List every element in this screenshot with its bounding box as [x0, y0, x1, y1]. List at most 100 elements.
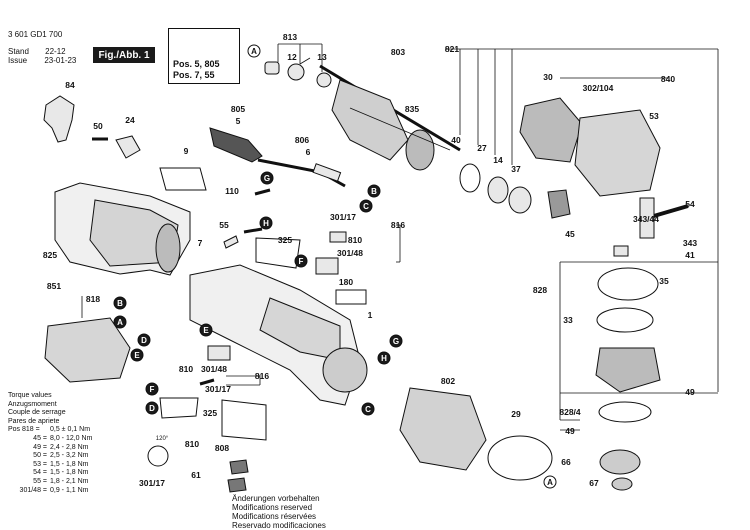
part-label: 66: [561, 457, 571, 467]
callout-letter: F: [150, 385, 155, 394]
leader-line: [299, 57, 311, 65]
part-label: 67: [589, 478, 599, 488]
part-813-bearing: [287, 63, 305, 81]
part-label: 810: [348, 235, 362, 245]
part-label: 805: [231, 104, 245, 114]
callout-badge: D: [137, 333, 151, 347]
torque-row: 53 =1,5 - 1,8 Nm: [33, 460, 89, 468]
part-803-commutator: [405, 129, 435, 171]
stand-value: 22-12: [45, 47, 66, 56]
part-35-ring: [597, 267, 659, 301]
notice-line-es: Reservado modificaciones: [232, 521, 326, 530]
part-label: 61: [191, 470, 201, 480]
torque-row: 50 =2,5 - 3,2 Nm: [33, 452, 89, 460]
callout-badge: A: [113, 315, 127, 329]
torque-title-2: Anzugsmoment: [8, 400, 57, 408]
part-810-brush-mid: [207, 345, 231, 361]
warning-box: Pos. 5, 805 Pos. 7, 55: [168, 28, 240, 84]
part-55-screw: [243, 227, 263, 234]
part-label: 325: [203, 408, 217, 418]
torque-row: 54 =1,5 - 1,8 Nm: [33, 469, 89, 477]
part-828-bevelgear: [595, 347, 661, 393]
part-label: 301/48: [337, 248, 363, 258]
part-29-ring: [487, 435, 553, 481]
part-6-sleeve: [312, 163, 342, 182]
part-label: 301/17: [139, 478, 165, 488]
part-label: 84: [65, 80, 75, 90]
part-label: 802: [441, 376, 455, 386]
torque-title-1: Torque values: [8, 392, 52, 399]
part-label: 54: [685, 199, 695, 209]
part-label: 27: [477, 143, 487, 153]
part-24-clip: [115, 135, 141, 159]
part-label: 343: [683, 238, 697, 248]
part-label: 813: [283, 32, 297, 42]
part-label: 301/17: [205, 384, 231, 394]
part-label: 828/4: [559, 407, 581, 417]
part-180-label: [335, 289, 367, 305]
notice-line-de: Änderungen vorbehalten: [232, 494, 320, 503]
callout-badge: H: [259, 216, 273, 230]
part-110-screw: [254, 188, 271, 196]
callout-letter: D: [149, 404, 155, 413]
callout-letter: C: [365, 405, 371, 414]
part-label: 803: [391, 47, 405, 57]
part-13-bearing: [316, 72, 332, 88]
part-27-ring: [459, 163, 481, 193]
part-label: 37: [511, 164, 521, 174]
callout-badge: B: [367, 184, 381, 198]
fig-label: Fig./Abb. 1: [93, 47, 155, 63]
callout-letter: E: [134, 351, 140, 360]
part-label: 110: [225, 186, 239, 196]
callout-badge: A: [543, 475, 557, 489]
part-label: 6: [306, 147, 311, 157]
issue-label: Issue: [8, 56, 28, 65]
part-1-grip: [259, 297, 341, 361]
part-61-latch: [229, 459, 249, 475]
stand-label: Stand: [8, 47, 29, 56]
callout-badge: C: [359, 199, 373, 213]
part-1-mouth: [322, 347, 368, 393]
part-37-bearing: [508, 186, 532, 214]
callout-letter: H: [381, 354, 387, 363]
doc-number: 3 601 GD1 700: [8, 30, 63, 39]
part-label: 55: [219, 220, 229, 230]
part-301-17-spring-bottom: [147, 445, 169, 467]
notice-line-fr: Modifications réservées: [232, 512, 317, 521]
notice-line-en: Modifications reserved: [232, 503, 313, 512]
part-label: 806: [295, 135, 309, 145]
issue-row: Issue 23-01-23: [8, 56, 76, 66]
leader-lines: [81, 43, 719, 431]
part-label: 810: [179, 364, 193, 374]
part-325-label-lower: [159, 397, 199, 419]
part-301-17-spring: [199, 378, 215, 386]
callout-badge: G: [389, 334, 403, 348]
part-label: 818: [86, 294, 100, 304]
part-14-bearing: [487, 176, 509, 204]
callout-badge: B: [113, 296, 127, 310]
callout-badge: F: [294, 254, 308, 268]
part-828-4-ring: [598, 401, 652, 423]
part-9-plate: [159, 167, 207, 191]
part-label: 29: [511, 409, 521, 419]
callout-letter: C: [363, 202, 369, 211]
part-label: 35: [659, 276, 669, 286]
part-label: 808: [215, 443, 229, 453]
part-7-clip: [223, 235, 239, 249]
part-label: 50: [93, 121, 103, 131]
part-label: 9: [184, 146, 189, 156]
part-label: 40: [451, 135, 461, 145]
callout-letter: F: [299, 257, 304, 266]
part-label: 851: [47, 281, 61, 291]
warning-line-2: Pos. 7, 55: [173, 70, 215, 80]
part-41-nut: [613, 245, 629, 257]
stand-row: Stand 22-12: [8, 47, 66, 57]
part-61-latch-b: [227, 477, 247, 493]
torque-title-4: Pares de apriete: [8, 417, 60, 425]
callout-letter: A: [547, 478, 553, 487]
torque-table: Torque values Anzugsmoment Couple de ser…: [8, 392, 92, 495]
part-label: 5: [236, 116, 241, 126]
callout-badge: C: [361, 402, 375, 416]
